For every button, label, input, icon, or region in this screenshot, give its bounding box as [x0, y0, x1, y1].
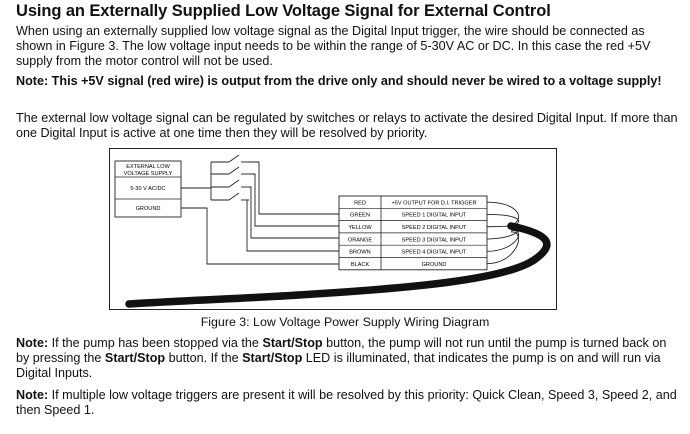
wire-color-label: BROWN	[349, 250, 370, 256]
wire-color-label: BLACK	[351, 262, 370, 268]
note-text: LED is illuminated, that indicates the p…	[16, 351, 661, 381]
wire-color-label: ORANGE	[348, 237, 373, 243]
switch-paragraph: The external low voltage signal can be r…	[16, 111, 678, 141]
terminal-table: RED +5V OUTPUT FOR D.I. TRIGGER GREEN SPEED…	[338, 195, 488, 271]
figure-caption: Figure 3: Low Voltage Power Supply Wirin…	[200, 315, 490, 329]
wire-color-label: GREEN	[350, 213, 370, 219]
start-stop-term: Start/Stop	[242, 351, 303, 366]
wire-function-label: SPEED 2 DIGITAL INPUT	[402, 225, 467, 231]
wire-lead	[486, 230, 519, 252]
wire-function-label: +5V OUTPUT FOR D.I. TRIGGER	[391, 200, 476, 206]
wire-color-label: YELLOW	[348, 225, 372, 231]
wire-function-label: GROUND	[422, 262, 447, 268]
start-stop-term: Start/Stop	[262, 336, 323, 350]
start-stop-term: Start/Stop	[104, 351, 166, 366]
supply-title-line1: EXTERNAL LOW	[126, 164, 170, 170]
supply-voltage-label: 5-30 V AC/DC	[130, 186, 165, 192]
wire-function-label: SPEED 3 DIGITAL INPUT	[402, 237, 467, 243]
supply-title-line2: VOLTAGE SUPPLY	[124, 171, 173, 177]
switch-wires	[246, 161, 339, 252]
wiring-diagram: EXTERNAL LOW VOLTAGE SUPPLY 5-30 V AC/DC…	[109, 148, 557, 310]
wire-function-label: SPEED 4 DIGITAL INPUT	[402, 250, 467, 256]
switch-1	[228, 154, 249, 163]
note-label: Note:	[16, 388, 49, 402]
supply-ground-label: GROUND	[136, 206, 161, 212]
switch-2	[228, 166, 249, 175]
start-stop-note: Note: If the pump has been stopped via t…	[16, 336, 680, 382]
cable	[125, 222, 551, 308]
page-title: Using an Externally Supplied Low Voltage…	[16, 2, 551, 20]
intro-paragraph: When using an externally supplied low vo…	[16, 24, 651, 69]
note-text: button, the pump will not run until the …	[16, 336, 667, 366]
voltage-bus	[181, 161, 229, 201]
priority-note: Note: If multiple low voltage triggers a…	[16, 388, 680, 418]
ground-wire	[181, 207, 339, 265]
note-text: If the pump has been stopped via the	[48, 336, 263, 350]
note-label: Note:	[16, 336, 49, 350]
note-text: button. If the	[165, 351, 243, 366]
note-text: If multiple low voltage triggers are pre…	[16, 388, 677, 418]
wire-lead	[486, 231, 519, 265]
external-supply-box: EXTERNAL LOW VOLTAGE SUPPLY 5-30 V AC/DC…	[114, 160, 182, 218]
switch-3	[228, 179, 249, 188]
warning-note: Note: This +5V signal (red wire) is outp…	[16, 74, 662, 88]
wire-color-label: RED	[354, 200, 366, 206]
wire-function-label: SPEED 1 DIGITAL INPUT	[402, 213, 467, 219]
